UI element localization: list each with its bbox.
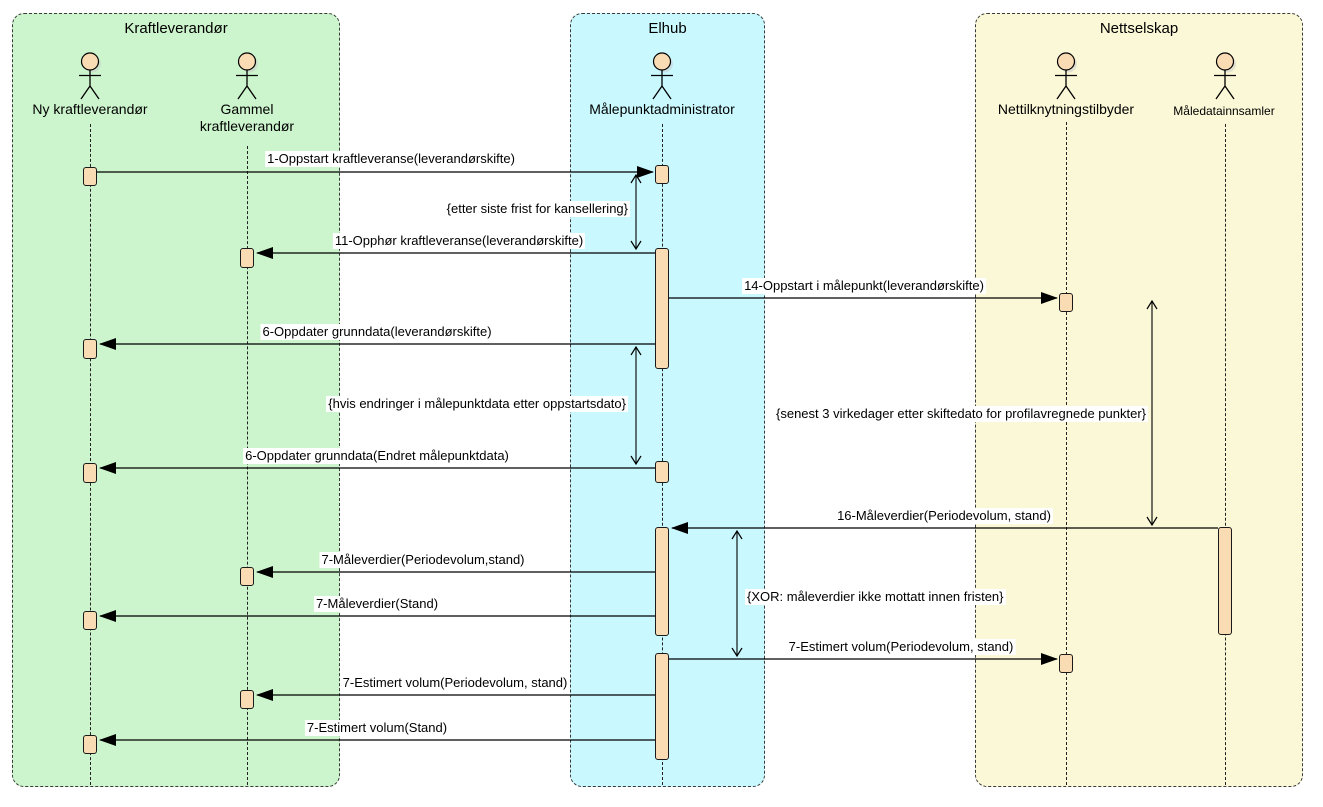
activation-ntt-1 [1059,293,1073,312]
actor-label-maledatainnsamler: Måledatainnsamler [1173,104,1275,118]
frame-title-kraftleverandor: Kraftleverandør [124,20,228,37]
message-label-5: 6-Oppdater grunndata(Endret målepunktdat… [243,448,511,464]
constraint-label-2: {hvis endringer i målepunktdata etter op… [326,396,628,412]
activation-ny-2 [83,339,97,359]
frame-title-nettselskap: Nettselskap [1099,20,1179,37]
activation-ntt-2 [1059,654,1073,673]
activation-gammel-1 [240,248,254,268]
actor-label-nettilknytningstilbyder: Nettilknytningstilbyder [997,101,1135,117]
lifeline-gammel-kraftleverandor [247,146,248,785]
actor-label-gammel-kraftleverandor: Gammel kraftleverandør [199,101,295,134]
activation-mdi-1 [1218,527,1232,635]
message-label-6: 16-Måleverdier(Periodevolum, stand) [835,508,1053,524]
message-label-2: 11-Opphør kraftleveranse(leverandørskift… [332,233,586,249]
activation-mpa-1 [655,165,669,184]
activation-ny-3 [83,463,97,483]
activation-ny-1 [83,167,97,186]
activation-gammel-3 [240,690,254,709]
message-label-9: 7-Estimert volum(Periodevolum, stand) [786,639,1016,655]
activation-mpa-4 [655,527,669,636]
frame-nettselskap: Nettselskap [975,13,1303,787]
constraint-label-1: {etter siste frist for kansellering} [444,201,630,217]
frame-title-elhub: Elhub [648,20,687,37]
message-label-3: 14-Oppstart i målepunkt(leverandørskifte… [742,278,986,294]
message-label-11: 7-Estimert volum(Stand) [304,720,450,736]
constraint-label-4: {XOR: måleverdier ikke mottatt innen fri… [745,589,1006,605]
message-label-8: 7-Måleverdier(Stand) [313,596,441,612]
activation-mpa-5 [655,653,669,760]
message-label-4: 6-Oppdater grunndata(leverandørskifte) [260,324,494,340]
frame-kraftleverandor: Kraftleverandør [12,13,340,787]
activation-ny-4 [83,611,97,630]
actor-label-ny-kraftleverandor: Ny kraftleverandør [32,101,148,117]
message-label-1: 1-Oppstart kraftleveranse(leverandørskif… [265,151,517,167]
lifeline-maledatainnsamler [1225,124,1226,785]
activation-mpa-3 [655,461,669,483]
activation-gammel-2 [240,567,254,586]
message-label-7: 7-Måleverdier(Periodevolum,stand) [319,552,527,568]
lifeline-nettilknytningstilbyder [1066,122,1067,785]
constraint-label-3: {senest 3 virkedager etter skiftedato fo… [774,406,1148,422]
lifeline-malepunktadministrator [662,124,663,785]
activation-ny-5 [83,735,97,754]
actor-label-malepunktadministrator: Målepunktadministrator [589,101,735,117]
activation-mpa-2 [655,248,669,369]
lifeline-ny-kraftleverandor [90,124,91,785]
message-label-10: 7-Estimert volum(Periodevolum, stand) [340,675,570,691]
